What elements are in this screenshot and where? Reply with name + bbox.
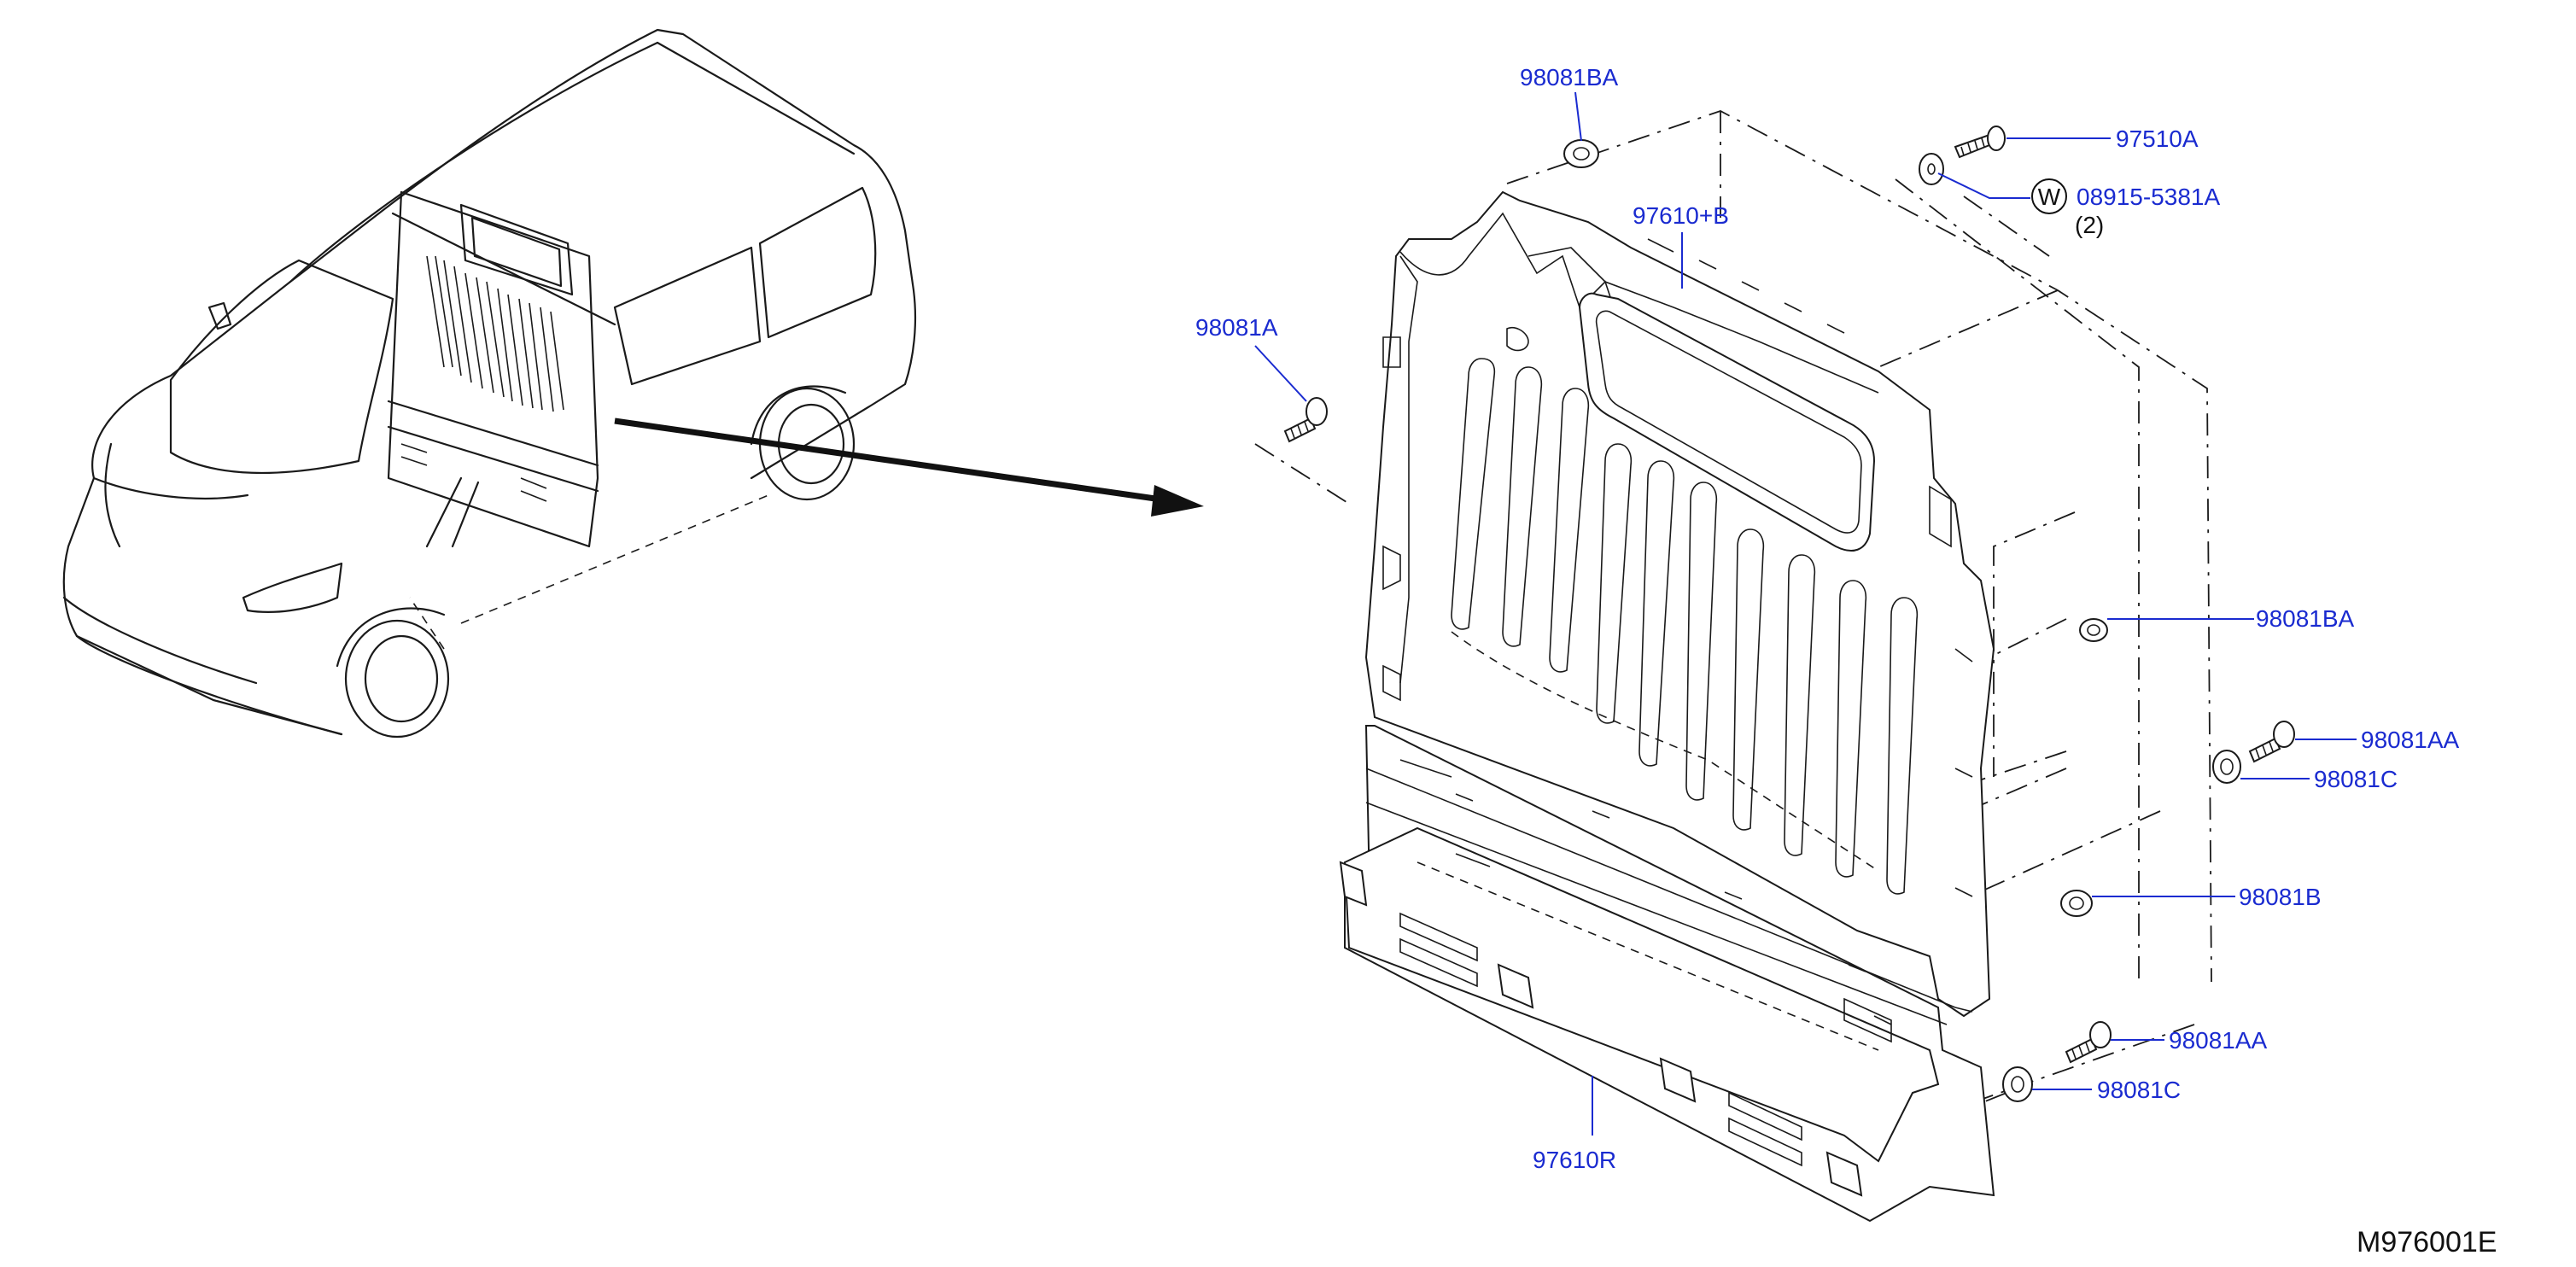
callout-98081C-upper: 98081C (2314, 766, 2398, 792)
washer-98081C-upper (2212, 750, 2241, 784)
partition-exploded-view (1254, 110, 2212, 1223)
leader-lines (1254, 91, 2357, 1136)
clip-98081BA-side (2079, 618, 2108, 642)
clip-98081B (2060, 890, 2093, 917)
callout-98081AA-lower: 98081AA (2169, 1027, 2268, 1054)
callout-98081BA-top: 98081BA (1520, 64, 1619, 90)
clip-98081BA-top (1563, 139, 1599, 168)
callout-98081BA-side: 98081BA (2256, 605, 2355, 632)
callout-98081AA-upper: 98081AA (2361, 727, 2460, 753)
callout-08915-5381A: 08915-5381A (2077, 184, 2220, 210)
van-partition (387, 190, 599, 548)
callout-98081A: 98081A (1195, 314, 1278, 341)
bolt-98081AA-upper (2248, 721, 2295, 763)
callout-labels: 98081BA 97510A 08915-5381A (2) 97610+B 9… (1195, 64, 2460, 1173)
screw-97510A (1954, 126, 2006, 159)
washer-symbol-letter: W (2038, 184, 2061, 210)
pointer-arrow (614, 417, 1204, 517)
washer-98081C-lower (2002, 1066, 2033, 1102)
callout-97510A: 97510A (2116, 126, 2199, 152)
van-illustration (62, 28, 917, 739)
bolt-98081A (1283, 397, 1328, 443)
bolt-98081AA-lower (2065, 1021, 2112, 1064)
callout-97610R: 97610R (1533, 1147, 1616, 1173)
callout-98081C-lower: 98081C (2097, 1077, 2181, 1103)
callout-98081B: 98081B (2239, 884, 2322, 910)
callout-97610B: 97610+B (1633, 202, 1729, 229)
washer-08915 (1919, 153, 1944, 185)
washer-symbol: W (2031, 178, 2067, 214)
partition-ribs (1451, 358, 1919, 895)
diagram-code: M976001E (2357, 1226, 2497, 1258)
lower-panel-slots (1339, 793, 1892, 1197)
callout-quantity: (2) (2075, 212, 2104, 238)
fasteners (1283, 126, 2295, 1102)
